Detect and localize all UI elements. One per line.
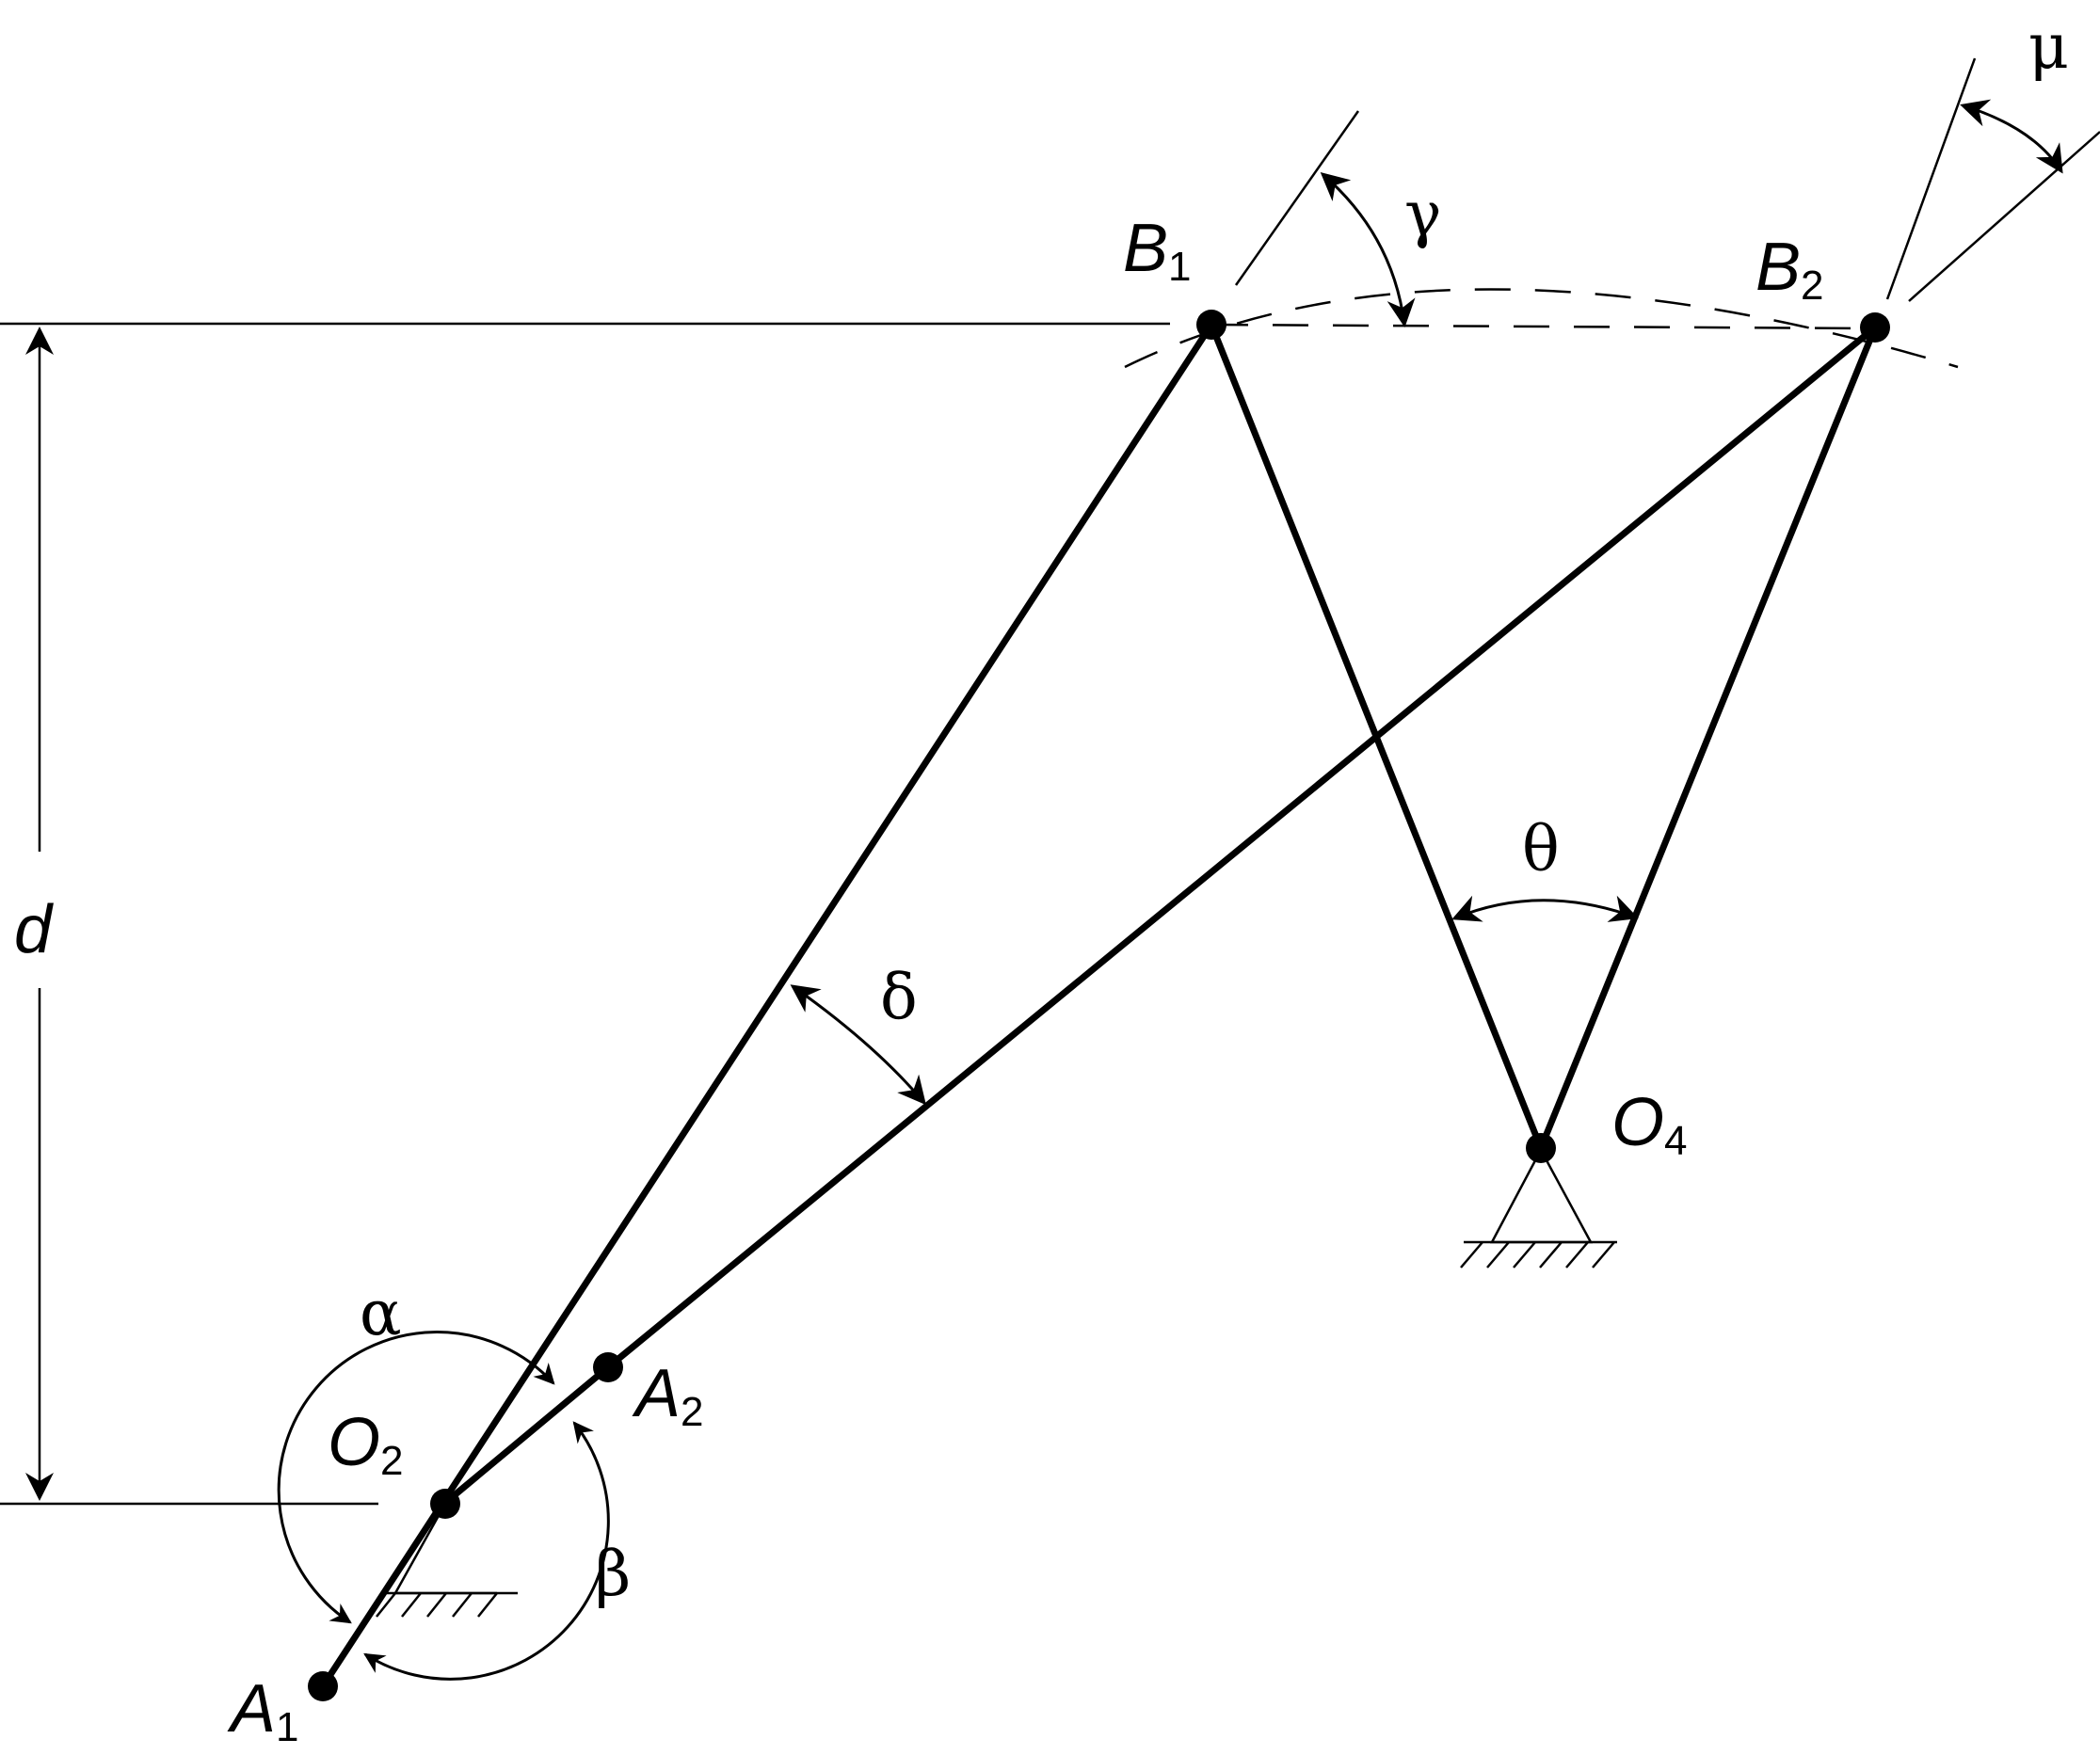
alpha-angle-arc bbox=[277, 1331, 555, 1624]
gamma-angle-arc bbox=[1320, 172, 1416, 327]
label-b2: B2 bbox=[1755, 230, 1824, 309]
label-o4: O4 bbox=[1611, 1085, 1688, 1164]
joint-a2 bbox=[593, 1352, 623, 1382]
rocker-link-o4-b1 bbox=[1208, 321, 1545, 1152]
ground-support-o2 bbox=[376, 1503, 518, 1618]
mu-construction-line-1 bbox=[1885, 57, 1977, 300]
joint-b1 bbox=[1196, 310, 1226, 340]
label-delta: δ bbox=[880, 961, 918, 1033]
joint-a1 bbox=[308, 1671, 338, 1701]
label-beta: β bbox=[595, 1538, 631, 1610]
coupler-link-a2-b2 bbox=[604, 324, 1879, 1371]
rocker-link-o4-b2 bbox=[1537, 324, 1879, 1152]
mu-angle-arc bbox=[1960, 99, 2063, 174]
label-alpha: α bbox=[360, 1277, 402, 1349]
theta-angle-arc bbox=[1451, 895, 1639, 922]
gamma-construction-line bbox=[1234, 110, 1360, 286]
mu-construction-line-2 bbox=[1908, 131, 2100, 302]
coupler-link-a1-b1 bbox=[319, 321, 1215, 1690]
joint-o4 bbox=[1526, 1133, 1556, 1163]
b-path-dashed-arc bbox=[1124, 288, 1959, 369]
joint-o2 bbox=[430, 1489, 460, 1519]
joint-b2 bbox=[1860, 312, 1890, 343]
label-theta: θ bbox=[1522, 813, 1560, 885]
ground-support-o4 bbox=[1460, 1147, 1617, 1268]
label-a1: A1 bbox=[227, 1671, 299, 1750]
label-b1: B1 bbox=[1123, 211, 1192, 290]
label-gamma: γ bbox=[1404, 178, 1441, 250]
dimension-d-label: d bbox=[14, 892, 54, 967]
label-a2: A2 bbox=[632, 1356, 704, 1435]
beta-angle-arc bbox=[363, 1421, 610, 1681]
delta-angle-arc bbox=[790, 984, 926, 1106]
label-o2: O2 bbox=[328, 1405, 404, 1484]
b1-b2-dashed-line bbox=[1211, 323, 1874, 330]
label-mu: μ bbox=[2028, 10, 2069, 83]
